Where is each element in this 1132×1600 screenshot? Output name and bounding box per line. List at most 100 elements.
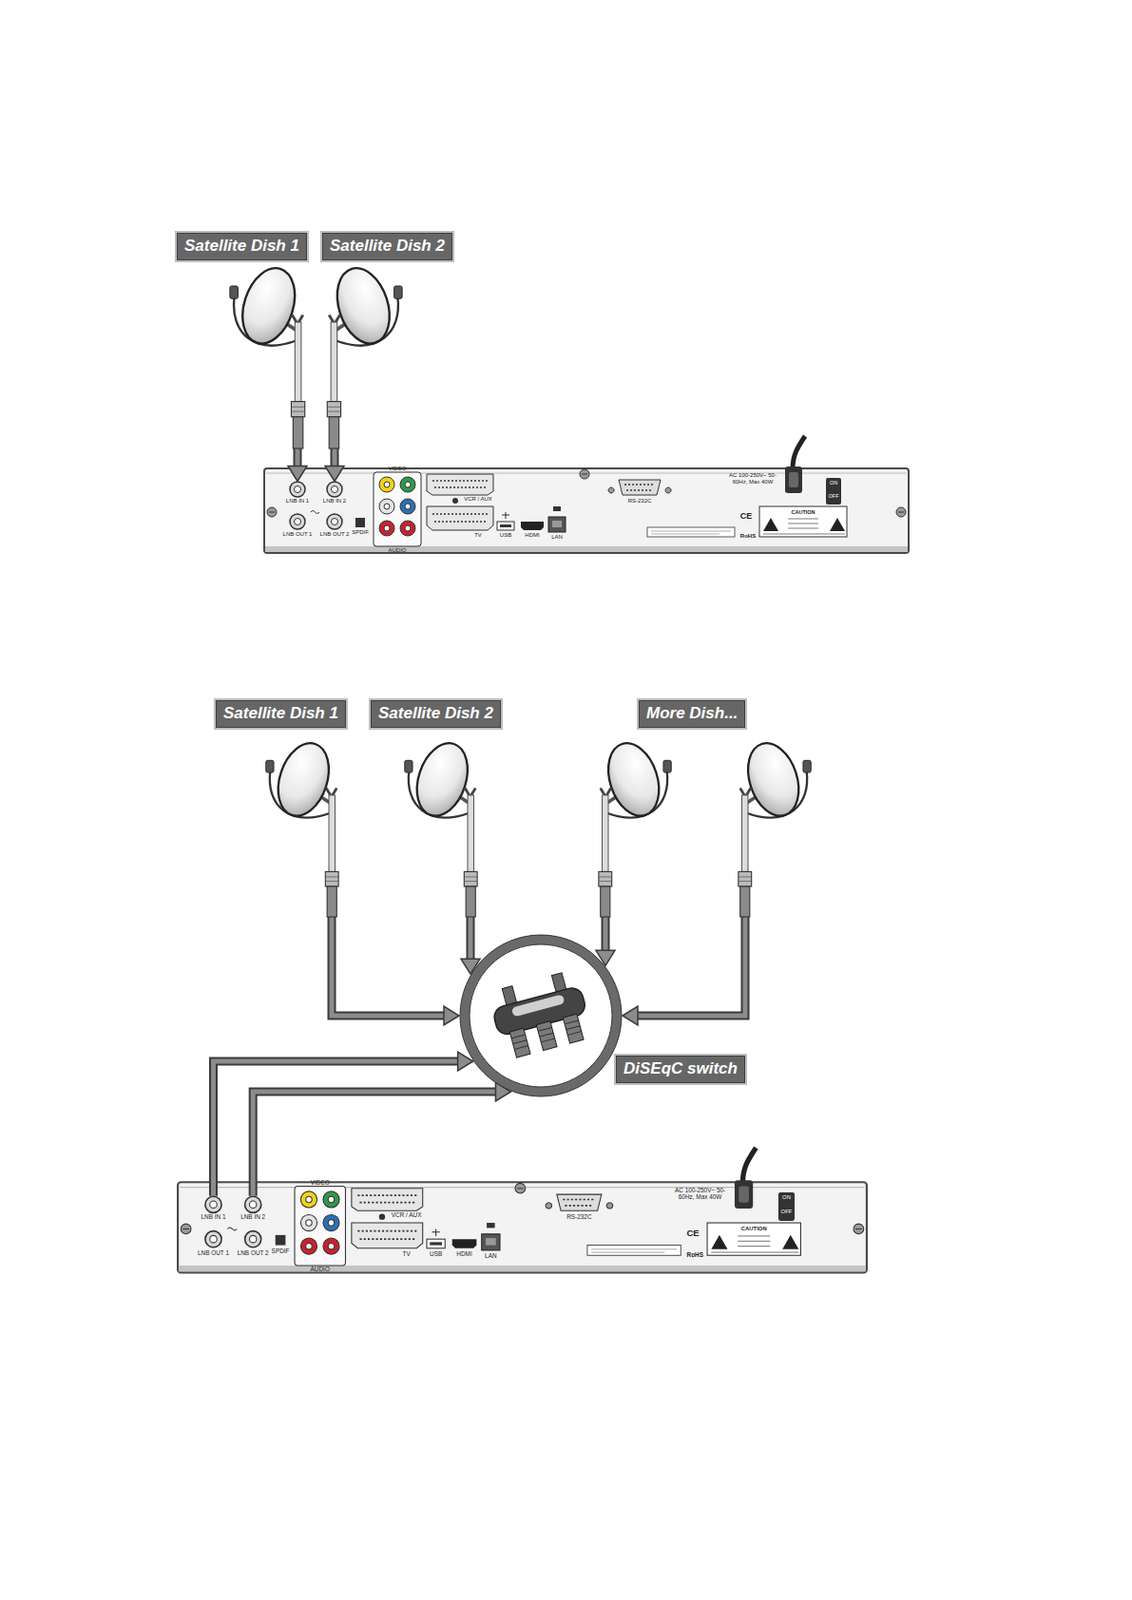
satellite-dish bbox=[726, 743, 814, 918]
panel-label: VCR / AUX bbox=[391, 1211, 423, 1219]
diseqc-switch: DiSEqC switch bbox=[459, 934, 623, 1098]
arrow-head bbox=[287, 466, 307, 482]
panel-label: VCR / AUX bbox=[463, 496, 493, 503]
dish-group: Satellite Dish 2 bbox=[370, 700, 516, 918]
coax-cable bbox=[331, 917, 460, 1026]
name-text: Satellite Dish 1 bbox=[223, 704, 339, 723]
panel-label: CAUTION bbox=[790, 509, 815, 516]
name-tag: Satellite Dish 1 bbox=[215, 700, 346, 729]
port-label: LNB IN 1 bbox=[280, 498, 315, 504]
cable-outline bbox=[331, 917, 444, 1017]
panel-label: ON bbox=[829, 479, 838, 486]
cable-core bbox=[603, 917, 609, 951]
arrow-head bbox=[325, 466, 345, 482]
satellite-dish bbox=[314, 268, 405, 449]
dish-symbol bbox=[598, 736, 672, 918]
panel-label: CE bbox=[686, 1227, 699, 1239]
name-tag: DiSEqC switch bbox=[615, 1055, 746, 1084]
cable-outline bbox=[252, 1092, 496, 1197]
lnb-input-port: LNB IN 1 bbox=[280, 481, 315, 509]
panel-label: LNB OUT 1 bbox=[197, 1249, 230, 1257]
coax-cable bbox=[325, 448, 345, 482]
port-label: LNB IN 1 bbox=[194, 1213, 231, 1221]
arrow-head bbox=[622, 1006, 638, 1026]
dish-symbol bbox=[738, 736, 811, 918]
dish-symbol bbox=[404, 736, 478, 918]
satellite-dish bbox=[586, 743, 674, 918]
panel-label: TV bbox=[402, 1250, 411, 1258]
name-tag: More Dish... bbox=[638, 700, 746, 729]
name-text: More Dish... bbox=[646, 704, 738, 723]
cable-core bbox=[295, 448, 301, 467]
dish-group: Satellite Dish 2 bbox=[314, 232, 460, 449]
name-text: DiSEqC switch bbox=[623, 1059, 738, 1078]
coax-cable bbox=[622, 917, 746, 1026]
panel-label: LNB OUT 2 bbox=[320, 531, 350, 538]
name-tag: Satellite Dish 2 bbox=[370, 700, 501, 729]
dish-group: More Dish... bbox=[581, 700, 820, 918]
panel-label: HDMI bbox=[524, 532, 539, 539]
receiver-rear-panel bbox=[264, 436, 909, 554]
dish-symbol bbox=[266, 736, 339, 918]
lnb-input-port: LNB IN 2 bbox=[234, 1196, 271, 1226]
cable-core bbox=[468, 917, 474, 960]
panel-label: AUDIO bbox=[387, 547, 406, 555]
panel-label: USB bbox=[499, 532, 512, 539]
cable-outline bbox=[466, 917, 476, 960]
panel-label: RoHS bbox=[687, 1251, 704, 1259]
satellite-dish bbox=[263, 743, 351, 918]
panel-label: OFF bbox=[828, 493, 840, 499]
panel-label: HDMI bbox=[456, 1250, 472, 1258]
panel-label: VIDEO bbox=[388, 465, 407, 473]
dish-group: Satellite Dish 1 bbox=[215, 700, 361, 918]
panel-label: TV bbox=[474, 532, 482, 539]
name-tag: Satellite Dish 2 bbox=[322, 232, 453, 261]
panel-label: OFF bbox=[781, 1208, 793, 1216]
satellite-dish bbox=[227, 268, 318, 449]
panel-label: SPDIF bbox=[351, 529, 369, 537]
panel-label: LAN bbox=[484, 1252, 497, 1260]
port-label: LNB IN 2 bbox=[234, 1213, 271, 1221]
switch-illustration bbox=[459, 934, 623, 1098]
cable-outline bbox=[330, 448, 340, 467]
panel-label: LNB OUT 1 bbox=[283, 531, 313, 538]
lnb-input-port: LNB IN 2 bbox=[317, 481, 352, 509]
name-text: Satellite Dish 1 bbox=[184, 236, 300, 255]
panel-label: CE bbox=[740, 511, 753, 521]
panel-label: RS-232C bbox=[628, 498, 653, 505]
cable-outline bbox=[601, 917, 611, 951]
panel-label: AC 100-250V~ 50-60Hz, Max 40W bbox=[723, 472, 783, 486]
panel-label: ON bbox=[782, 1194, 791, 1202]
arrow-head bbox=[443, 1006, 460, 1026]
panel-label: RoHS bbox=[740, 533, 756, 540]
cable-core bbox=[332, 448, 338, 467]
cable-outline bbox=[637, 917, 746, 1017]
panel-label: RS-232C bbox=[566, 1213, 592, 1221]
panel-label: AUDIO bbox=[310, 1266, 330, 1273]
panel-label: VIDEO bbox=[310, 1179, 330, 1187]
coax-cable bbox=[252, 1082, 511, 1197]
cable-core bbox=[637, 917, 746, 1017]
cable-core bbox=[252, 1092, 496, 1197]
satellite-dish bbox=[402, 743, 490, 918]
name-tag: Satellite Dish 1 bbox=[176, 232, 307, 261]
panel-label: USB bbox=[429, 1250, 442, 1258]
lnb-input-port: LNB IN 1 bbox=[194, 1196, 231, 1226]
name-text: Satellite Dish 2 bbox=[378, 704, 494, 723]
panel-label: SPDIF bbox=[271, 1247, 290, 1255]
panel-label: CAUTION bbox=[741, 1226, 768, 1233]
receiver-rear-panel bbox=[177, 1148, 867, 1274]
cable-core bbox=[331, 917, 444, 1017]
dish-group: Satellite Dish 1 bbox=[176, 232, 322, 449]
coax-cable bbox=[595, 917, 615, 966]
panel-label: AC 100-250V~ 50-60Hz, Max 40W bbox=[668, 1187, 731, 1202]
name-text: Satellite Dish 2 bbox=[329, 236, 445, 255]
dish-symbol bbox=[326, 261, 403, 449]
coax-cable bbox=[287, 448, 307, 482]
switch-symbol bbox=[460, 935, 622, 1097]
panel-label: LAN bbox=[551, 534, 563, 541]
panel-label: LNB OUT 2 bbox=[237, 1249, 269, 1257]
port-label: LNB IN 2 bbox=[317, 498, 352, 504]
